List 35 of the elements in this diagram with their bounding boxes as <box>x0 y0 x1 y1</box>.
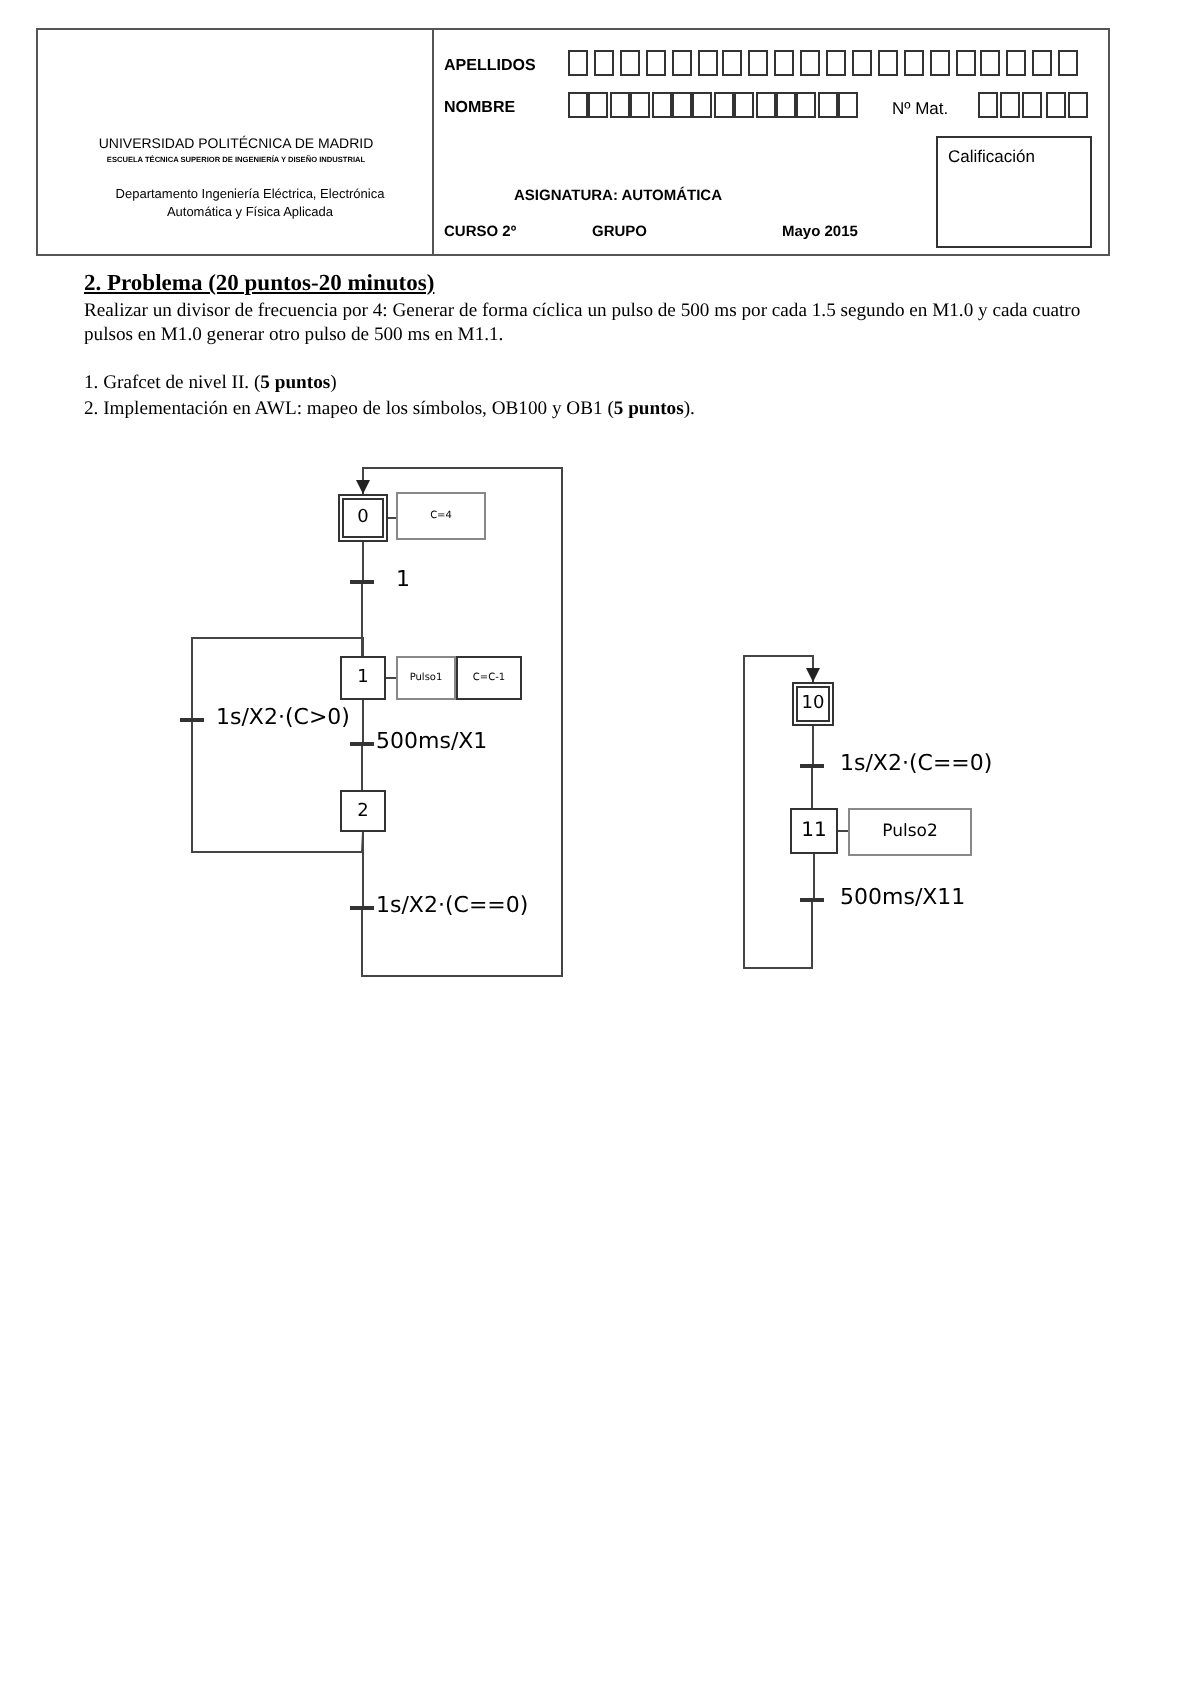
field-label: Nº Mat. <box>892 98 949 118</box>
initial-step-box: 10 <box>792 682 834 726</box>
problem-title: 2. Problema (20 puntos-20 minutos) <box>84 272 435 296</box>
field-label: Calificación <box>948 146 1035 166</box>
connector-line <box>811 767 813 809</box>
arrow <box>743 655 820 969</box>
transition-condition: 1s/X2·(C==0) <box>376 892 529 918</box>
step-box: 11 <box>790 808 838 854</box>
step-box: 2 <box>340 790 386 832</box>
connector-line <box>385 677 397 679</box>
transition-condition: 500ms/X11 <box>840 884 966 910</box>
step-box: 1 <box>340 656 386 700</box>
connector-line <box>191 721 364 853</box>
connector-line <box>387 517 397 519</box>
problem-statement: Realizar un divisor de frecuencia por 4: Generar de forma cíclica un pulso de 500 ms por cada 1.5 segundo en M1.0 y cada cuatro pulsos en M1.0 generar otro pulso de 500 ms en M1.1. <box>84 300 1083 348</box>
connector-line <box>362 831 364 907</box>
connector-line <box>837 830 849 832</box>
connector-line <box>361 745 363 791</box>
field-label: APELLIDOS <box>444 56 536 74</box>
task-item: 2. Implementación en AWL: mapeo de los símbolos, OB100 y OB1 (5 puntos). <box>84 398 695 420</box>
transition-condition: 500ms/X1 <box>376 728 488 754</box>
arrow <box>356 467 563 977</box>
initial-step-box: 0 <box>338 494 388 542</box>
connector-line <box>812 725 814 765</box>
connector-line <box>362 699 364 743</box>
connector-line <box>362 541 364 581</box>
connector-line <box>191 637 364 719</box>
task-item: 1. Grafcet de nivel II. (5 puntos) <box>84 372 337 394</box>
transition-condition: 1 <box>396 566 410 592</box>
action-box: Pulso2 <box>848 808 972 856</box>
connector-line <box>361 583 363 657</box>
field-label: NOMBRE <box>444 98 516 116</box>
transition-condition: 1s/X2·(C==0) <box>840 750 993 776</box>
connector-line <box>813 853 815 899</box>
transition-condition: 1s/X2·(C>0) <box>216 704 350 730</box>
